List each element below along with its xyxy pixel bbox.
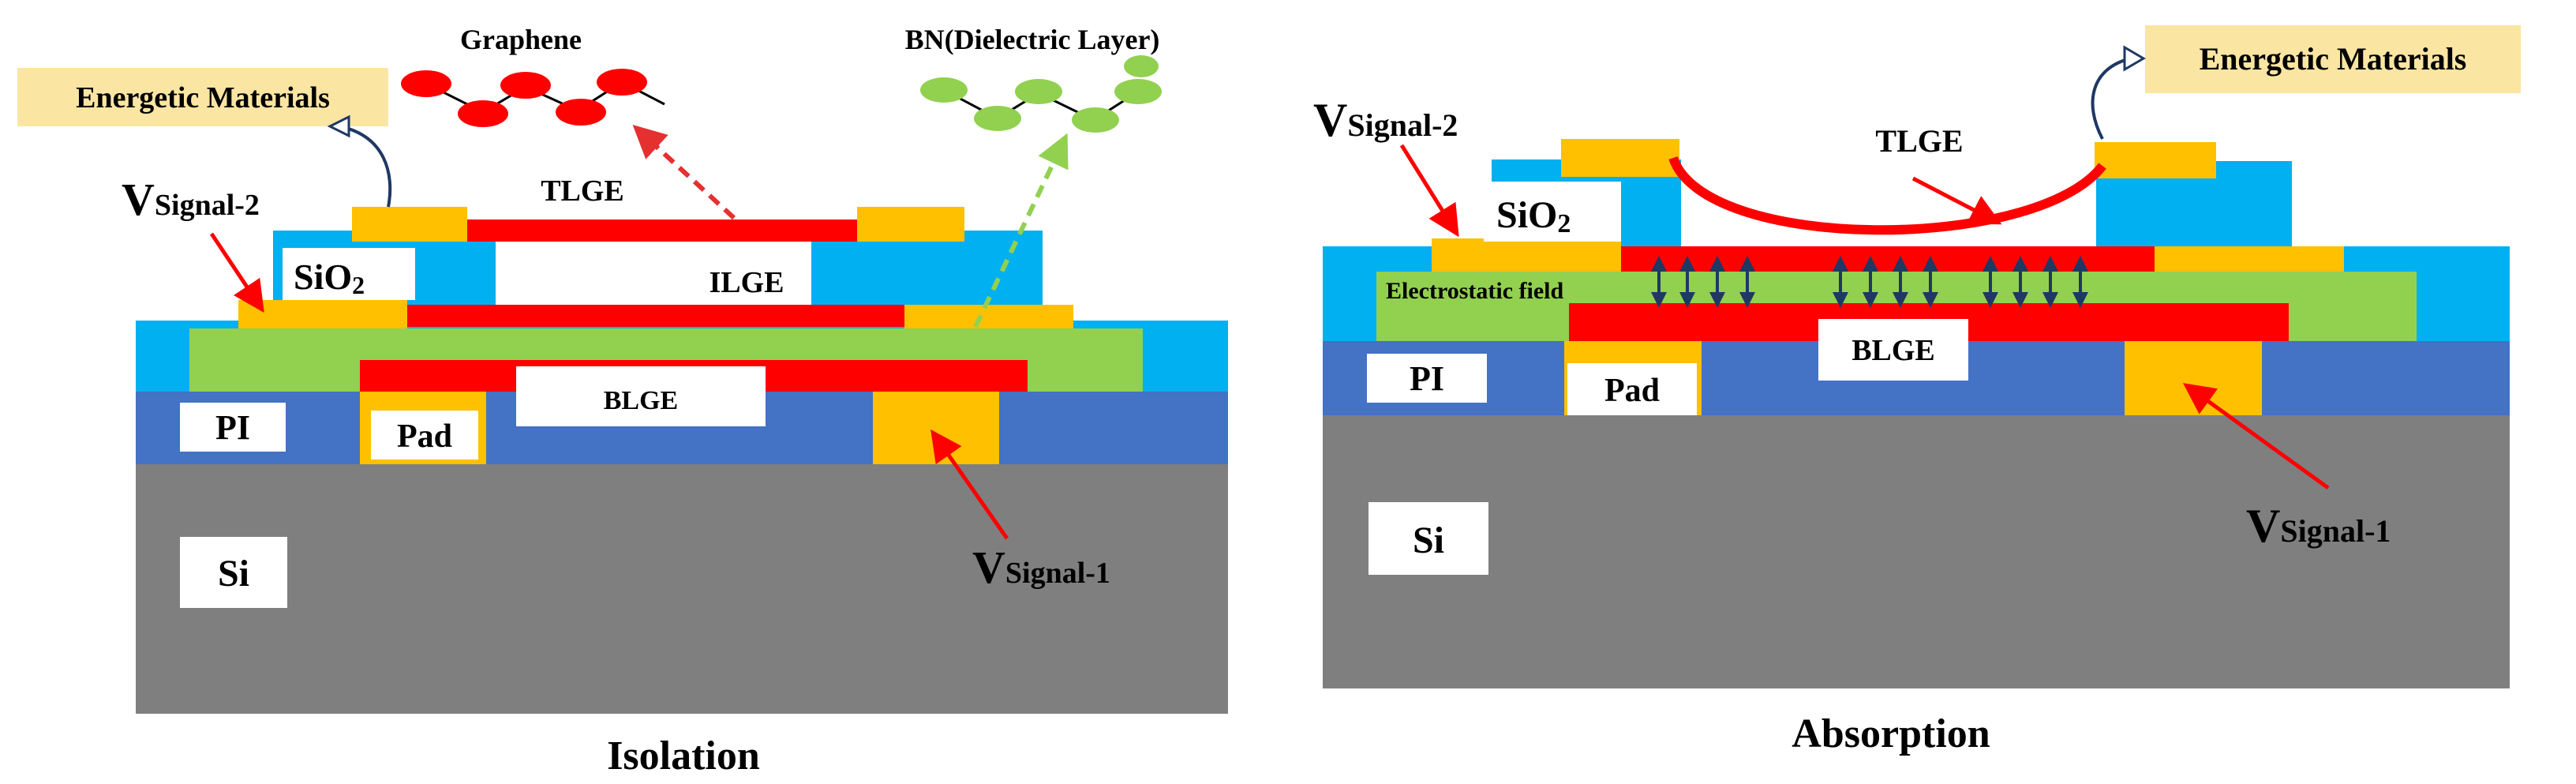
pad-label-box bbox=[1567, 363, 1697, 415]
tlge-contact-right bbox=[2095, 142, 2216, 178]
energetic-materials-label: Energetic Materials bbox=[76, 81, 330, 114]
v-signal-2-label: VSignal-2 bbox=[122, 174, 260, 225]
graphene-label: Graphene bbox=[460, 24, 582, 55]
pi-label: PI bbox=[1410, 359, 1444, 398]
tlge-electrode bbox=[467, 219, 857, 242]
isolation-cavity bbox=[496, 242, 811, 305]
ilge-contact-left bbox=[238, 300, 407, 328]
ilge-electrode bbox=[404, 305, 904, 327]
si-substrate bbox=[1323, 415, 2510, 688]
sio2-label: SiO2 bbox=[1496, 194, 1571, 238]
tlge-contact-right bbox=[857, 207, 964, 242]
blge-label-box bbox=[516, 366, 766, 426]
energetic-materials-callout bbox=[17, 68, 388, 126]
release-arrow bbox=[339, 125, 392, 208]
absorption-caption: Absorption bbox=[1792, 711, 1990, 756]
ilge-contact-right bbox=[2155, 246, 2344, 272]
release-arrow bbox=[2091, 57, 2132, 140]
blge-label-box bbox=[1818, 319, 1968, 381]
tlge-label: TLGE bbox=[1875, 123, 1963, 159]
si-label-box bbox=[1368, 502, 1488, 575]
tlge-contact-left bbox=[352, 207, 467, 242]
release-arrow-head bbox=[327, 114, 350, 138]
sio2-label: SiO2 bbox=[294, 257, 365, 299]
v-signal-1-arrow bbox=[930, 429, 1009, 540]
tlge-contact-left bbox=[1561, 139, 1679, 177]
bn-pointer-arrow bbox=[973, 133, 1069, 328]
ilge-contact-left bbox=[1432, 238, 1621, 272]
v-signal-2-label: VSignal-2 bbox=[1313, 94, 1458, 146]
v-signal-2-arrow bbox=[209, 232, 264, 313]
pi-label-box bbox=[180, 403, 286, 452]
pi-label-box bbox=[1367, 354, 1487, 403]
electrostatic-field-label: Electrostatic field bbox=[1386, 278, 1564, 304]
v-signal-1-label: VSignal-1 bbox=[972, 542, 1110, 593]
blge-label: BLGE bbox=[604, 386, 678, 415]
release-arrow-head bbox=[2123, 45, 2146, 72]
electrostatic-field-arrows bbox=[1651, 256, 2088, 308]
sio2-label-box bbox=[283, 248, 415, 300]
v-signal-1-arrow bbox=[2182, 383, 2330, 490]
si-substrate bbox=[136, 464, 1228, 714]
tlge-pointer-arrow bbox=[1911, 176, 2002, 225]
si-label: Si bbox=[1413, 520, 1444, 561]
v-signal-1-label: VSignal-1 bbox=[2246, 500, 2391, 552]
blge-label: BLGE bbox=[1852, 334, 1935, 367]
bn-label: BN(Dielectric Layer) bbox=[905, 24, 1160, 55]
sio2-label-box bbox=[1484, 182, 1621, 242]
bn-lattice-icon bbox=[920, 55, 1162, 133]
tlge-label: TLGE bbox=[541, 174, 624, 208]
ilge-contact-right bbox=[904, 305, 1073, 328]
ilge-label: ILGE bbox=[709, 266, 784, 299]
isolation-panel: SiO2 BLGE PI Pad Si TLGE ILGE Energetic … bbox=[17, 24, 1228, 778]
ilge-electrode bbox=[1619, 246, 2156, 272]
pad-label: Pad bbox=[1604, 373, 1660, 409]
pad-label: Pad bbox=[397, 418, 452, 455]
tlge-curved-electrode bbox=[1668, 156, 2106, 235]
signal-1-contact bbox=[2125, 341, 2262, 415]
isolation-caption: Isolation bbox=[607, 733, 760, 778]
v-signal-2-arrow bbox=[1399, 144, 1459, 238]
pad-label-box bbox=[371, 411, 478, 460]
graphene-pointer-arrow bbox=[632, 124, 736, 220]
si-label: Si bbox=[218, 553, 249, 595]
pi-label: PI bbox=[215, 408, 250, 447]
energetic-materials-label: Energetic Materials bbox=[2200, 41, 2467, 77]
energetic-materials-callout bbox=[2145, 25, 2521, 93]
absorption-panel: Electrostatic field SiO2 BLGE PI Pad Si … bbox=[1313, 25, 2521, 756]
si-label-box bbox=[180, 537, 287, 608]
graphene-lattice-icon bbox=[401, 69, 665, 127]
signal-1-contact bbox=[873, 392, 999, 464]
